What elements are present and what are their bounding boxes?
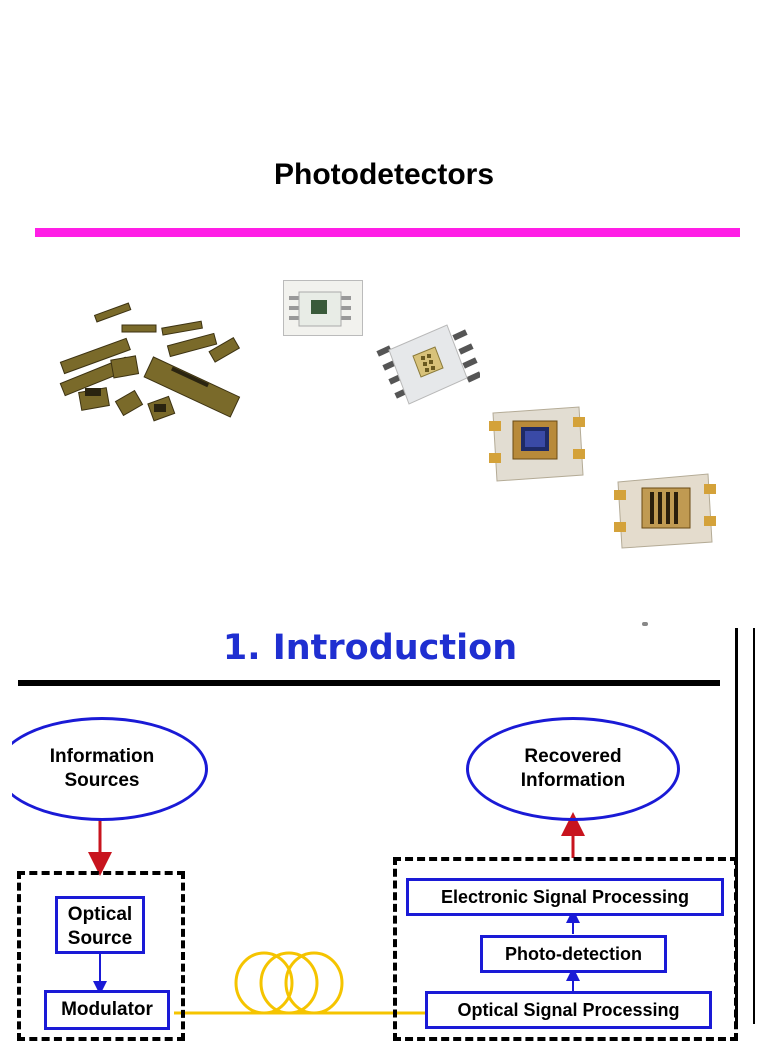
slide-heading: 1. Introduction [222,628,518,668]
slide-dot [642,622,648,626]
page-title: Photodetectors [273,158,495,191]
small-sensor-chip-image [283,280,363,336]
information-sources-label: Information Sources [49,746,155,791]
photodetector-arrays-image [59,302,241,422]
slide-left-margin [0,700,12,840]
optical-source-box: Optical Source [55,896,145,954]
recovered-information-label: Recovered Information [520,746,626,791]
information-sources-node: Information Sources [0,717,208,821]
multi-element-sensor-image [614,473,716,549]
electronic-signal-processing-box: Electronic Signal Processing [406,878,724,916]
diagram-connectors [88,812,585,1015]
page-edge-line [753,628,755,1024]
single-element-sensor-image [489,406,585,482]
fiber-coil-icon [174,951,425,1015]
slide-right-border [735,628,738,1024]
modulator-box: Modulator [44,990,170,1030]
title-divider [35,228,740,237]
eight-pin-sensor-image [376,324,480,405]
slide-divider [18,680,720,686]
photo-detection-box: Photo-detection [480,935,667,973]
optical-signal-processing-box: Optical Signal Processing [425,991,712,1029]
recovered-information-node: Recovered Information [466,717,680,821]
